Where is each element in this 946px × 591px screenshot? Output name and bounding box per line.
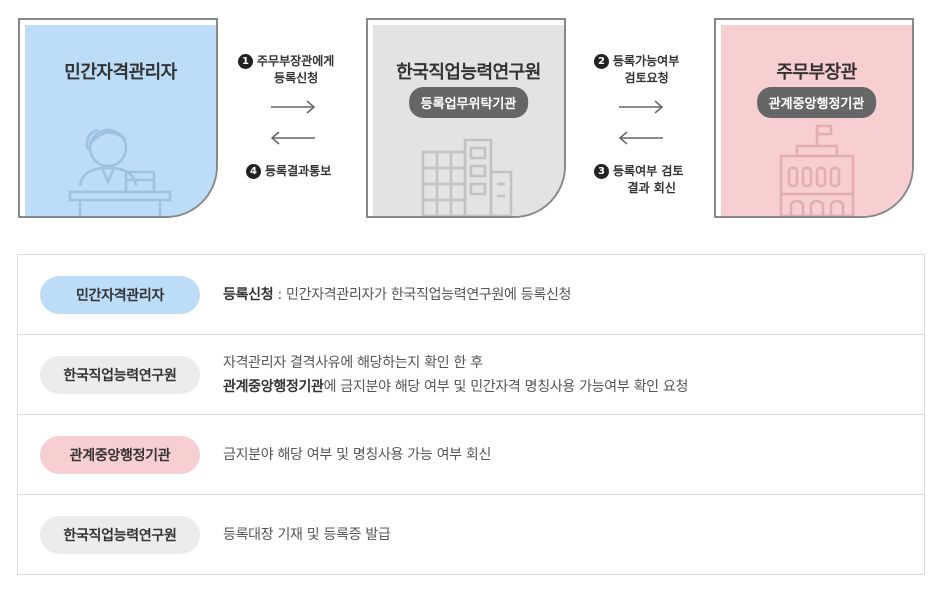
- card-ministry-title: 주무부장관: [776, 62, 857, 83]
- role-pill-ministry: 관계중앙행정기관: [40, 436, 200, 474]
- row-description-text: 금지분야 해당 여부 및 명칭사용 가능 여부 회신: [223, 446, 492, 463]
- table-row: 한국직업능력연구원 등록대장 기재 및 등록증 발급: [18, 495, 924, 575]
- process-table: 민간자격관리자 등록신청 : 민간자격관리자가 한국직업능력연구원에 등록신청 …: [17, 254, 925, 575]
- row-description-bold: 등록신청: [223, 286, 274, 303]
- step-4-label: 4 등록결과통보: [246, 163, 331, 180]
- role-pill-institute: 한국직업능력연구원: [40, 356, 200, 394]
- card-private-manager-title: 민간자격관리자: [64, 62, 177, 83]
- step-1-label: 1 주무부장관에게 등록신청: [238, 53, 334, 87]
- row-description: 자격관리자 결격사유에 해당하는지 확인 한 후 관계중앙행정기관에 금지분야 …: [223, 335, 688, 414]
- building-icon: [421, 138, 512, 216]
- row-description-line2: 관계중앙행정기관에 금지분야 해당 여부 및 민간자격 명칭사용 가능여부 확인…: [223, 375, 688, 399]
- arrow-right-icon-2: [619, 100, 664, 114]
- card-ministry-bg: 주무부장관 관계중앙행정기관: [721, 25, 912, 216]
- step-2-label: 2 등록가능여부 검토요청: [594, 53, 679, 87]
- step-1-line2: 등록신청: [274, 71, 319, 85]
- card-institute-title: 한국직업능력연구원: [396, 62, 541, 83]
- step-3-line2: 결과 회신: [627, 181, 676, 195]
- card-institute: 한국직업능력연구원 등록업무위탁기관: [366, 18, 566, 218]
- row-description: 금지분야 해당 여부 및 명칭사용 가능 여부 회신: [223, 415, 491, 494]
- row-description-bold: 관계중앙행정기관: [223, 378, 324, 395]
- step-3-line1: 등록여부 검토: [613, 164, 684, 178]
- step-2-line1: 등록가능여부: [613, 54, 680, 68]
- card-institute-badge: 등록업무위탁기관: [408, 87, 529, 118]
- role-pill-institute-2: 한국직업능력연구원: [40, 516, 200, 554]
- step-3-number: 3: [594, 164, 609, 179]
- table-row: 민간자격관리자 등록신청 : 민간자격관리자가 한국직업능력연구원에 등록신청: [18, 255, 924, 335]
- step-2-line2: 검토요청: [624, 71, 669, 85]
- row-description-text: : 민간자격관리자가 한국직업능력연구원에 등록신청: [273, 286, 572, 303]
- step-4-line1: 등록결과통보: [265, 164, 332, 178]
- row-description-text: 등록대장 기재 및 등록증 발급: [223, 527, 391, 543]
- step-1-line1: 주무부장관에게: [257, 54, 335, 68]
- row-description: 등록대장 기재 및 등록증 발급: [223, 495, 391, 575]
- arrow-left-icon: [270, 131, 315, 145]
- arrow-right-icon: [271, 100, 316, 114]
- card-private-manager: 민간자격관리자: [18, 18, 218, 218]
- step-4-number: 4: [246, 164, 261, 179]
- step-2-number: 2: [594, 54, 609, 69]
- card-ministry: 주무부장관 관계중앙행정기관: [714, 18, 914, 218]
- row-description-text: 에 금지분야 해당 여부 및 민간자격 명칭사용 가능여부 확인 요청: [323, 378, 689, 395]
- person-at-desk-icon: [68, 128, 171, 216]
- government-building-icon: [779, 124, 854, 216]
- table-row: 한국직업능력연구원 자격관리자 결격사유에 해당하는지 확인 한 후 관계중앙행…: [18, 335, 924, 415]
- step-3-label: 3 등록여부 검토 결과 회신: [594, 163, 683, 197]
- card-institute-bg: 한국직업능력연구원 등록업무위탁기관: [373, 25, 564, 216]
- arrow-left-icon-2: [618, 131, 663, 145]
- step-1-number: 1: [238, 54, 253, 69]
- card-private-manager-bg: 민간자격관리자: [25, 25, 216, 216]
- row-description: 등록신청 : 민간자격관리자가 한국직업능력연구원에 등록신청: [223, 255, 571, 334]
- role-pill-private: 민간자격관리자: [40, 276, 200, 314]
- table-row: 관계중앙행정기관 금지분야 해당 여부 및 명칭사용 가능 여부 회신: [18, 415, 924, 495]
- row-description-line: 등록신청 : 민간자격관리자가 한국직업능력연구원에 등록신청: [223, 283, 571, 307]
- row-description-line1: 자격관리자 결격사유에 해당하는지 확인 한 후: [223, 354, 483, 371]
- card-ministry-badge: 관계중앙행정기관: [756, 87, 877, 118]
